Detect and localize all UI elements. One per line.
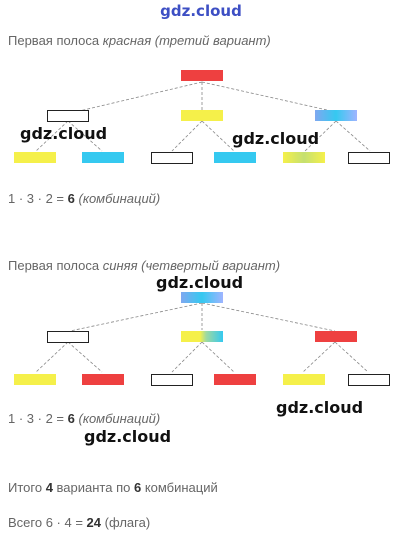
tree1-edge (335, 120, 371, 152)
tree1-level2-blue-stripe (315, 110, 357, 121)
section2-caption: Первая полоса синяя (четвертый вариант) (8, 258, 280, 273)
section2-formula-note: (комбинаций) (78, 411, 161, 426)
tree2-leaf-white-stripe (151, 374, 193, 386)
tree2-level2-yellow-stripe (181, 331, 223, 342)
summary-line1-b: варианта по (52, 480, 134, 495)
tree1-edge (304, 120, 337, 152)
tree2-leaf-yellow-stripe (14, 374, 56, 385)
tree2-leaf-red-stripe-2 (214, 374, 256, 385)
tree2-edge (201, 302, 336, 332)
section2-caption-italic: синяя (четвертый вариант) (102, 258, 281, 273)
section2-caption-plain: Первая полоса (8, 258, 103, 273)
section1-caption-plain: Первая полоса (8, 33, 103, 48)
tree1-root-red-stripe (181, 70, 223, 81)
summary-line1-num2: 6 (133, 480, 142, 495)
summary-line-1: Итого 4 варианта по 6 комбинаций (8, 480, 218, 495)
tree2-edge (334, 341, 369, 373)
section1-caption: Первая полоса красная (третий вариант) (8, 33, 271, 48)
summary-line-2: Всего 6 · 4 = 24 (флага) (8, 515, 150, 530)
tree2-leaf-yellow-stripe-2 (283, 374, 325, 385)
site-title[interactable]: gdz.cloud (160, 2, 242, 20)
tree1-edge (201, 81, 337, 113)
tree1-level2-white-stripe (47, 110, 89, 122)
summary-line2-a: Всего 6 · 4 = (8, 515, 87, 530)
section1-formula: 1 · 3 · 2 = 6 (комбинаций) (8, 191, 160, 206)
watermark-1: gdz.cloud (20, 124, 108, 143)
tree2-edge (35, 341, 69, 373)
tree2-leaf-white-stripe-2 (348, 374, 390, 386)
tree2-edge (171, 341, 203, 373)
tree1-leaf-blue-stripe-2 (214, 152, 256, 163)
tree2-edge (67, 341, 103, 373)
summary-line2-num: 24 (86, 515, 101, 530)
tree1-leaf-yellow-stripe-2 (283, 152, 325, 163)
section1-formula-expr: 1 · 3 · 2 = (8, 191, 68, 206)
summary-line1-c: комбинаций (141, 480, 218, 495)
tree1-edge (35, 120, 69, 152)
tree1-edge (67, 120, 103, 152)
tree2-edge (69, 302, 203, 332)
watermark-3: gdz.cloud (156, 273, 244, 292)
tree1-edge (201, 120, 235, 152)
tree1-level2-yellow-stripe (181, 110, 223, 121)
tree1-leaf-white-stripe-2 (348, 152, 390, 164)
watermark-4: gdz.cloud (276, 398, 364, 417)
tree2-edge (201, 341, 235, 373)
tree1-edge (171, 120, 203, 152)
tree2-level2-white-stripe (47, 331, 89, 343)
tree2-root-blue-stripe (181, 292, 223, 303)
section1-formula-note: (комбинаций) (78, 191, 161, 206)
section2-formula-expr: 1 · 3 · 2 = (8, 411, 68, 426)
tree2-leaf-red-stripe (82, 374, 124, 385)
tree1-leaf-yellow-stripe (14, 152, 56, 163)
section1-caption-italic: красная (третий вариант) (102, 33, 271, 48)
tree1-edge (74, 81, 203, 113)
tree2-level2-red-stripe (315, 331, 357, 342)
watermark-5: gdz.cloud (84, 427, 172, 446)
watermark-2: gdz.cloud (232, 129, 320, 148)
section1-formula-result: 6 (67, 191, 75, 206)
tree1-leaf-blue-stripe (82, 152, 124, 163)
section2-formula-result: 6 (67, 411, 75, 426)
summary-line2-b: (флага) (101, 515, 151, 530)
summary-line1-a: Итого (8, 480, 46, 495)
tree2-edge (302, 341, 336, 373)
summary-line1-num1: 4 (45, 480, 53, 495)
tree1-leaf-white-stripe (151, 152, 193, 164)
section2-formula: 1 · 3 · 2 = 6 (комбинаций) (8, 411, 160, 426)
